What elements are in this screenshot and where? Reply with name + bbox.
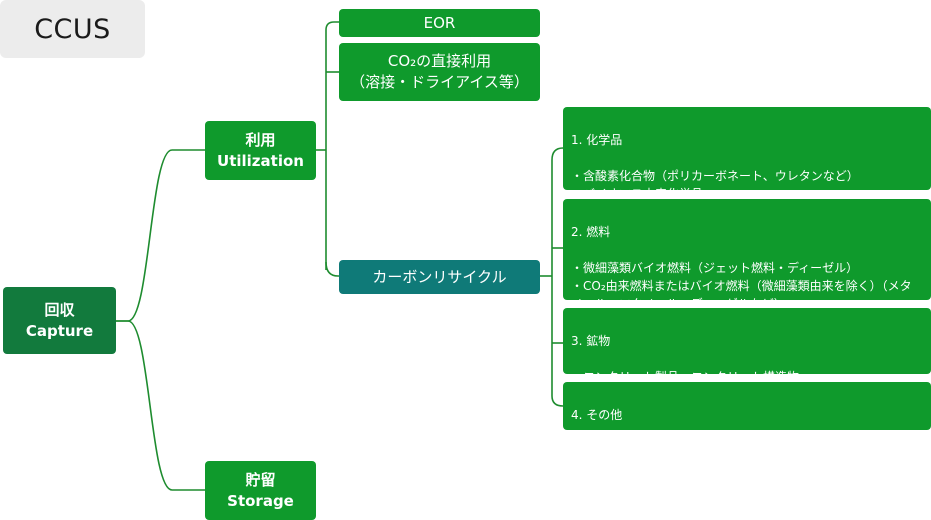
storage-node: 貯留 Storage <box>205 461 316 520</box>
category-heading: 3. 鉱物 <box>571 334 611 348</box>
utilization-label-en: Utilization <box>217 151 304 170</box>
category-minerals: 3. 鉱物 ・コンクリート製品・コンクリート構造物 ・炭酸塩 など <box>563 308 931 402</box>
category-body: ・ネガティブ・エミッション（BECCS、ブルーカーボンなど） <box>571 444 911 458</box>
eor-node: EOR <box>339 9 540 37</box>
connector-categories-vertical <box>551 147 564 407</box>
category-heading: 1. 化学品 <box>571 133 623 147</box>
carbon-recycle-label: カーボンリサイクル <box>372 267 507 286</box>
co2-direct-node: CO₂の直接利用 （溶接・ドライアイス等） <box>339 43 540 101</box>
category-heading: 2. 燃料 <box>571 225 611 239</box>
category-heading: 4. その他 <box>571 408 623 422</box>
connector-capture-storage <box>116 320 205 491</box>
storage-label-ja: 貯留 <box>245 470 276 489</box>
connector-capture-utilization <box>116 149 205 322</box>
utilization-node: 利用 Utilization <box>205 121 316 180</box>
capture-label-en: Capture <box>25 321 94 340</box>
utilization-label-ja: 利用 <box>245 130 276 149</box>
title-text: CCUS <box>34 13 111 45</box>
connector-eor <box>325 21 339 31</box>
capture-node: 回収 Capture <box>3 287 116 354</box>
diagram-title: CCUS <box>0 0 145 58</box>
capture-label-ja: 回収 <box>44 300 75 319</box>
category-others: 4. その他 ・ネガティブ・エミッション（BECCS、ブルーカーボンなど） <box>563 382 931 458</box>
co2-direct-line1: CO₂の直接利用 <box>387 52 492 70</box>
connector-carbon-recycle <box>325 261 339 277</box>
category-chemicals: 1. 化学品 ・含酸素化合物（ポリカーボネート、ウレタンなど） ・バイオマス由来… <box>563 107 931 219</box>
eor-label: EOR <box>423 13 456 32</box>
storage-label-en: Storage <box>227 491 294 510</box>
carbon-recycle-node: カーボンリサイクル <box>339 260 540 294</box>
co2-direct-line2: （溶接・ドライアイス等） <box>350 73 529 91</box>
category-fuels: 2. 燃料 ・微細藻類バイオ燃料（ジェット燃料・ディーゼル） ・CO₂由来燃料ま… <box>563 199 931 329</box>
